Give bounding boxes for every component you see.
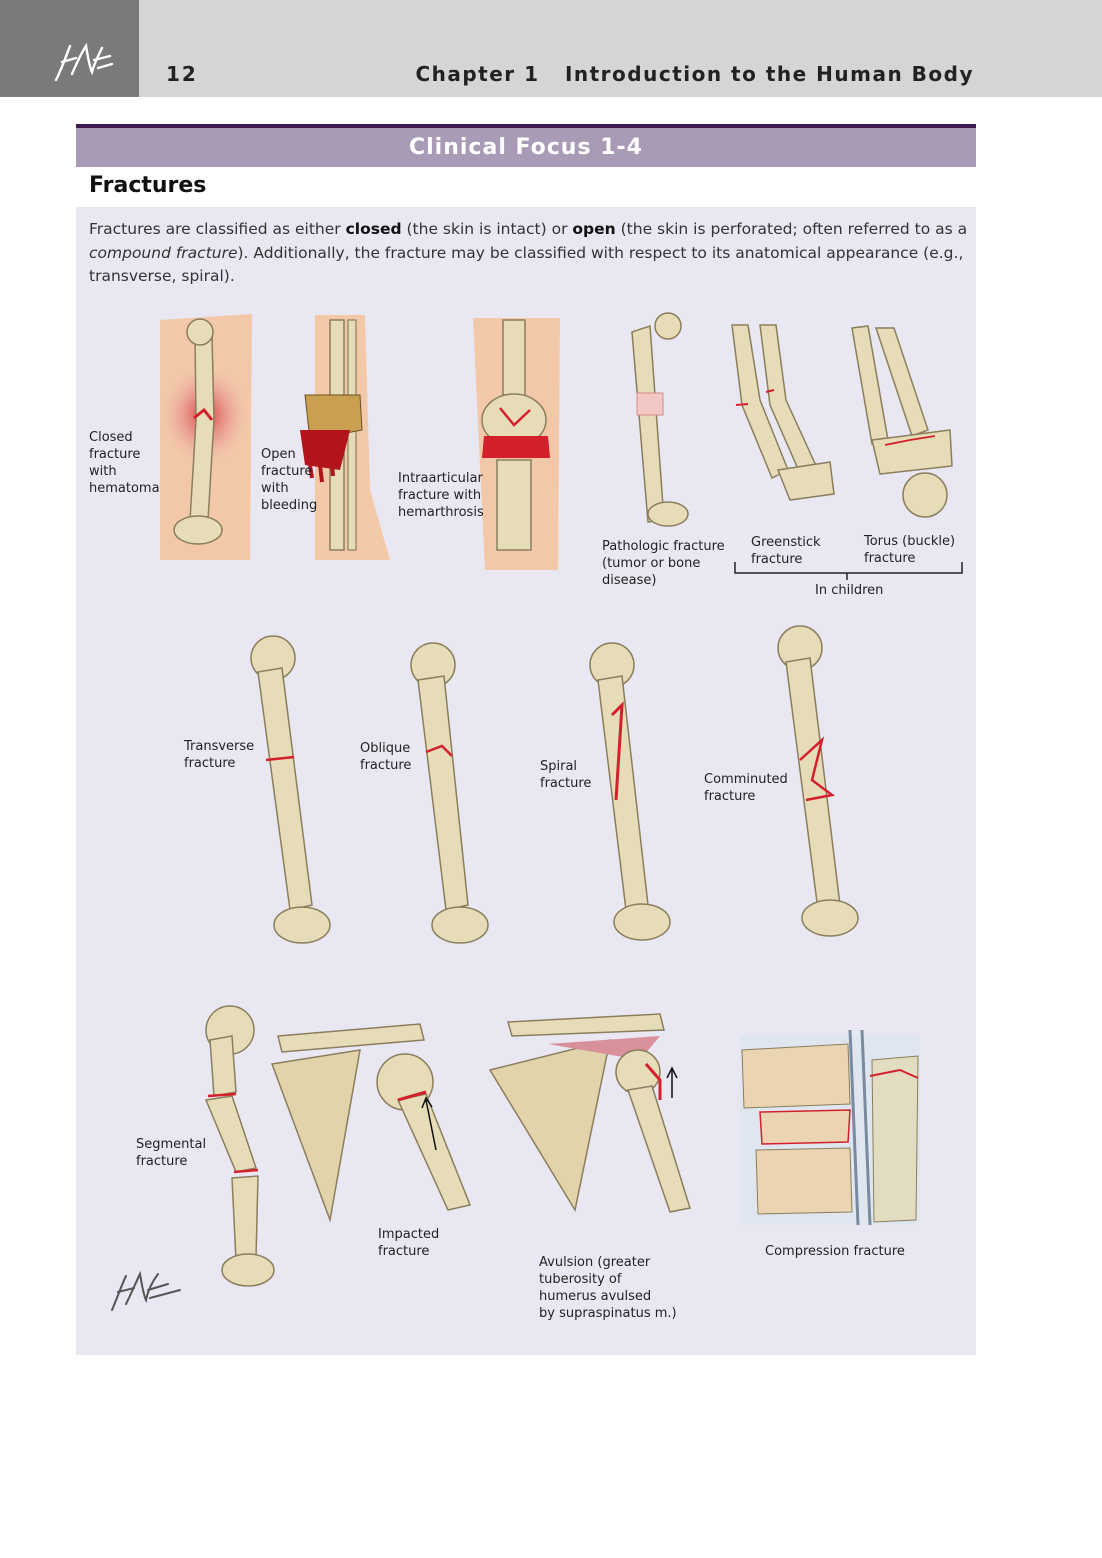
netter-signature-art [111, 1270, 181, 1311]
intro-paragraph: Fractures are classified as either close… [89, 218, 969, 289]
label-line: with [89, 464, 117, 479]
label-line: Spiral [540, 759, 578, 774]
label-line: Transverse [184, 739, 255, 754]
intro-compound: compound fracture [89, 243, 238, 262]
pathologic-fracture-label: Pathologic fracture (tumor or bone disea… [602, 538, 725, 589]
open-fracture-label: Open fracture with bleeding [261, 446, 317, 514]
clinical-focus-bar: Clinical Focus 1-4 [76, 124, 976, 167]
in-children-label: In children [815, 583, 884, 598]
header-bar [0, 0, 1102, 97]
transverse-fracture-illustration [250, 635, 331, 944]
label-line: fracture [261, 464, 313, 479]
label-line: disease) [602, 573, 657, 588]
chapter-title: Chapter 1 Introduction to the Human Body [415, 62, 974, 86]
label-line: Segmental [136, 1137, 207, 1152]
label-line: fracture [704, 789, 756, 804]
page-number: 12 [166, 62, 198, 86]
segmental-fracture-illustration [204, 1005, 275, 1287]
label-line: Closed [89, 430, 133, 445]
label-line: humerus avulsed [539, 1289, 652, 1304]
label-line: Comminuted [704, 772, 788, 787]
label-line: fracture [751, 552, 803, 567]
label-line: fracture [184, 756, 236, 771]
label-line: Open [261, 447, 296, 462]
label-line: fracture with [398, 488, 482, 503]
transverse-fracture-label: Transverse fracture [184, 738, 254, 772]
logo-block [0, 0, 139, 97]
impacted-fracture-illustration [270, 1023, 472, 1223]
intro-open: open [572, 220, 616, 238]
segmental-fracture-label: Segmental fracture [136, 1136, 206, 1170]
label-line: (tumor or bone [602, 556, 701, 571]
intro-text-2: (the skin is intact) or [401, 220, 573, 238]
label-line: fracture [378, 1244, 430, 1259]
label-line: hemarthrosis [398, 505, 484, 520]
in-children-bracket [734, 562, 963, 580]
label-line: Pathologic fracture [602, 539, 725, 554]
torus-fracture-label: Torus (buckle) fracture [864, 533, 955, 567]
comminuted-fracture-illustration [777, 625, 859, 937]
netter-signature-logo [54, 42, 114, 82]
label-line: fracture [89, 447, 141, 462]
label-line: Avulsion (greater [539, 1255, 651, 1270]
greenstick-fracture-illustration [731, 324, 835, 501]
pathologic-fracture-illustration [631, 312, 689, 527]
label-line: bleeding [261, 498, 318, 513]
closed-fracture-label: Closed fracture with hematoma [89, 429, 160, 497]
intro-text-4: ). Additionally, the fracture may be cla… [89, 243, 964, 286]
label-line: fracture [540, 776, 592, 791]
label-line: fracture [136, 1154, 188, 1169]
intro-closed: closed [345, 220, 402, 238]
label-line: Greenstick [751, 535, 821, 550]
spiral-fracture-label: Spiral fracture [540, 758, 591, 792]
spiral-fracture-illustration [589, 642, 671, 941]
intraarticular-fracture-label: Intraarticular fracture with hemarthrosi… [398, 470, 484, 521]
compression-fracture-illustration [740, 1029, 920, 1226]
avulsion-fracture-label: Avulsion (greater tuberosity of humerus … [539, 1254, 677, 1322]
intro-text-1: Fractures are classified as either [89, 220, 346, 238]
section-title: Fractures [89, 173, 207, 198]
label-line: hematoma [89, 481, 160, 496]
oblique-fracture-label: Oblique fracture [360, 740, 411, 774]
open-fracture-illustration [300, 315, 390, 560]
comminuted-fracture-label: Comminuted fracture [704, 771, 788, 805]
label-line: by supraspinatus m.) [539, 1306, 677, 1321]
section-title-strip [76, 167, 976, 207]
oblique-fracture-illustration [410, 642, 489, 944]
label-line: Oblique [360, 741, 411, 756]
intraarticular-fracture-illustration [473, 318, 560, 570]
intro-text-3: (the skin is perforated; often referred … [615, 220, 968, 238]
label-line: with [261, 481, 289, 496]
torus-fracture-illustration [851, 325, 953, 518]
label-line: Intraarticular [398, 471, 483, 486]
label-line: tuberosity of [539, 1272, 622, 1287]
compression-fracture-label: Compression fracture [765, 1244, 905, 1259]
label-line: fracture [864, 551, 916, 566]
label-line: Torus (buckle) [864, 534, 956, 549]
impacted-fracture-label: Impacted fracture [378, 1226, 439, 1260]
label-line: Impacted [378, 1227, 440, 1242]
greenstick-fracture-label: Greenstick fracture [751, 534, 821, 568]
closed-fracture-illustration [160, 314, 252, 560]
label-line: fracture [360, 758, 412, 773]
clinical-focus-title: Clinical Focus 1-4 [409, 135, 643, 160]
avulsion-fracture-illustration [488, 1013, 691, 1213]
